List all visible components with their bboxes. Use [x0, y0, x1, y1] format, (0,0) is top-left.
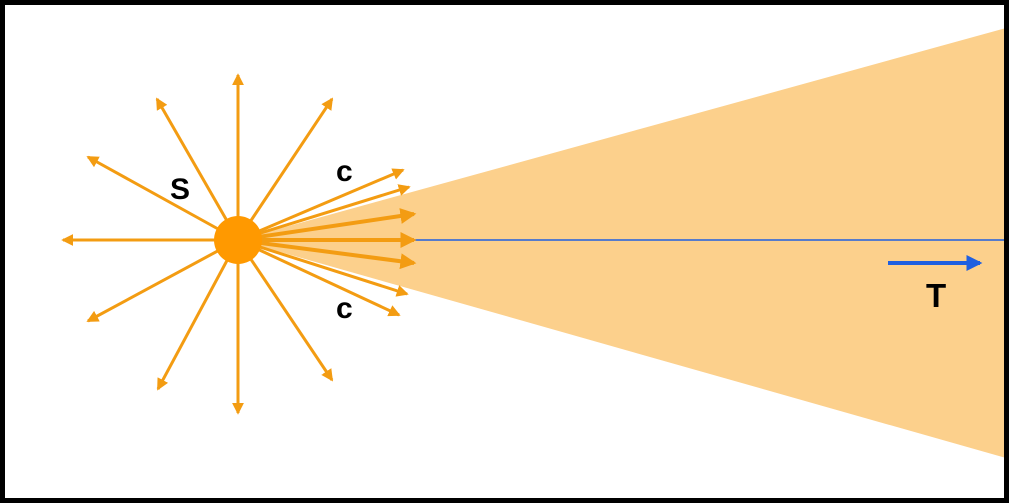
ray-left-down: [86, 238, 239, 323]
ray-down-right: [236, 239, 334, 382]
direction-label: T: [926, 277, 946, 314]
source-dot: [214, 216, 262, 264]
ray-forward-up-2: [237, 184, 411, 242]
ray-forward-down-3: [237, 238, 401, 317]
ray-forward-down-1: [237, 238, 417, 270]
forward-ray-group: [237, 208, 417, 270]
ray-up-right: [236, 97, 334, 241]
ray-group: [61, 73, 411, 415]
beam-cone: [238, 28, 1006, 458]
ray-forward-down-2: [237, 238, 409, 297]
ray-label-upper: c: [336, 155, 353, 188]
ray-up-left: [155, 97, 240, 241]
ray-label-lower: c: [336, 292, 353, 325]
ray-left-up: [86, 155, 239, 242]
ray-forward-up-3: [237, 168, 405, 242]
source-label: S: [170, 173, 190, 206]
ray-down-left: [156, 239, 240, 391]
ray-forward-up-1: [237, 208, 417, 242]
